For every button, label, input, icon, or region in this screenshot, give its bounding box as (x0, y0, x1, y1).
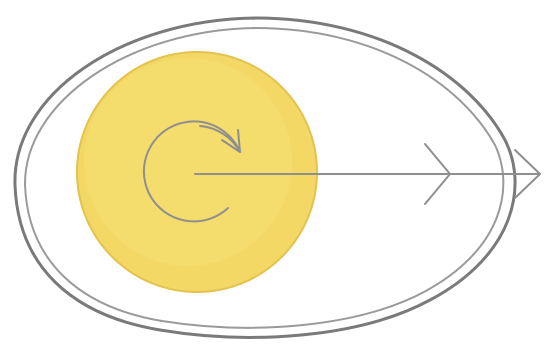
yolk-highlight (84, 58, 292, 266)
yolk (77, 52, 317, 292)
